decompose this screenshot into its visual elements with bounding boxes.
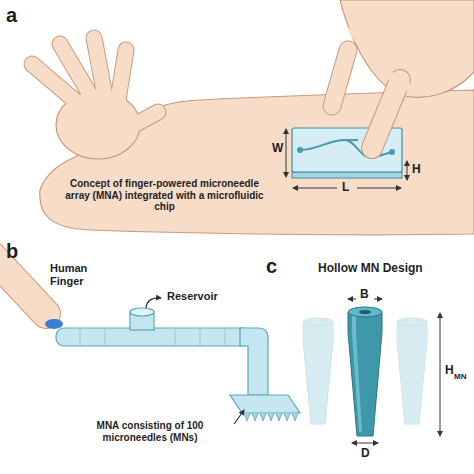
needle-dimensions (348, 299, 440, 443)
dimension-label: W (272, 142, 283, 156)
panel-letter: a (6, 4, 17, 27)
dimension-lines (286, 129, 407, 188)
panel-letter: b (6, 240, 18, 263)
callout-arrows (146, 298, 244, 424)
dimension-label: H (412, 163, 421, 177)
dimension-label: L (342, 181, 349, 195)
panel-letter: c (266, 255, 277, 278)
caption-text: Concept of finger-powered microneedle ar… (62, 178, 267, 213)
device-tube (56, 308, 300, 421)
dimension-subscript: MN (454, 372, 466, 381)
dimension-label: B (360, 288, 369, 302)
design-title: Hollow MN Design (318, 262, 423, 276)
part-label: MNA consisting of 100 microneedles (MNs) (70, 420, 230, 443)
part-label: Reservoir (167, 290, 218, 303)
part-label: Human Finger (50, 262, 105, 287)
forearm (40, 90, 474, 235)
dimension-label: D (361, 447, 370, 461)
spread-hand (32, 38, 158, 159)
pressing-hand (332, 0, 474, 148)
hollow-needle (348, 307, 382, 436)
dimension-label: H (445, 364, 454, 378)
